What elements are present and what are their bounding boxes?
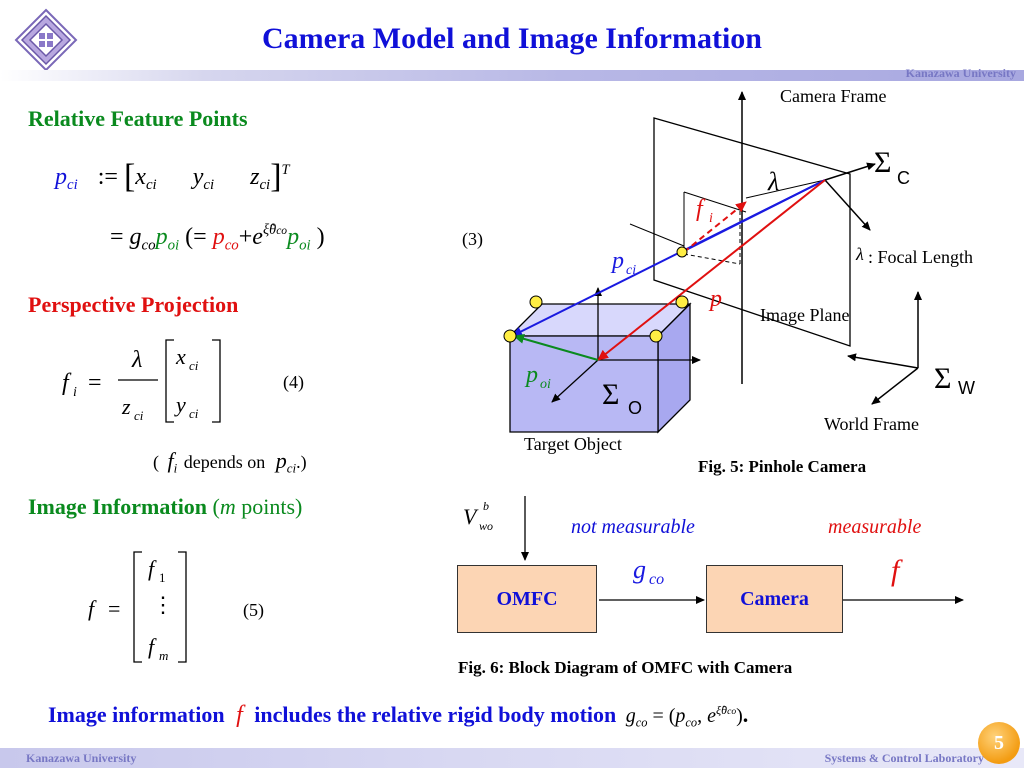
heading-perspective-projection: Perspective Projection [28, 292, 239, 317]
omfc-block: OMFC [457, 565, 597, 633]
university-logo [14, 8, 78, 72]
heading-relative-feature-points: Relative Feature Points [28, 106, 248, 131]
svg-text:λ: λ [131, 347, 142, 373]
focal-length-label: : Focal Length [868, 247, 973, 267]
svg-text:1: 1 [159, 570, 166, 585]
svg-text:p: p [708, 286, 722, 312]
header-rule [0, 70, 1024, 81]
svg-text:ci: ci [189, 406, 199, 421]
svg-text:ci: ci [189, 358, 199, 373]
svg-text:f: f [696, 196, 706, 222]
equation-3-number: (3) [462, 229, 483, 249]
camera-frame-label: Camera Frame [780, 86, 887, 106]
svg-text:f: f [62, 370, 72, 396]
equation-5: f = f 1 ⋮ f m [86, 548, 206, 668]
svg-text:co: co [649, 571, 664, 588]
svg-text:=: = [88, 370, 102, 396]
camera-block: Camera [706, 565, 843, 633]
equation-5-number: (5) [243, 600, 264, 620]
heading-image-information: Image Information (m points) [28, 494, 303, 519]
not-measurable-label: not measurable [571, 516, 695, 538]
svg-text:ci: ci [134, 408, 144, 423]
world-frame-label: World Frame [824, 414, 920, 434]
svg-text:i: i [709, 211, 713, 226]
svg-text:f: f [891, 554, 903, 587]
svg-text:⋮: ⋮ [152, 592, 174, 617]
svg-text:y: y [174, 392, 186, 417]
sigma-o-subscript: O [628, 398, 643, 418]
svg-text:x: x [175, 344, 186, 369]
svg-text:ci: ci [626, 263, 636, 278]
fig6-caption: Fig. 6: Block Diagram of OMFC with Camer… [458, 658, 793, 677]
pinhole-camera-figure: λ f i p ci p p oi λ Σ Σ Σ [490, 84, 1020, 484]
footer-institution: Kanazawa University [26, 751, 137, 765]
equation-4: f i = λ z ci x ci y ci [60, 334, 240, 430]
sigma-w-subscript: W [958, 378, 975, 398]
target-object-label: Target Object [524, 434, 622, 454]
svg-text:Σ: Σ [602, 378, 619, 411]
svg-text:Σ: Σ [934, 362, 951, 395]
svg-text:Σ: Σ [874, 146, 891, 179]
svg-text:f: f [88, 596, 97, 621]
svg-text:p: p [524, 362, 538, 388]
fig5-caption: Fig. 5: Pinhole Camera [698, 457, 867, 476]
svg-text:wo: wo [479, 519, 493, 533]
svg-text:λ: λ [855, 244, 864, 264]
summary-statement: Image information f includes the relativ… [48, 702, 749, 730]
equation-4-number: (4) [283, 372, 304, 392]
svg-text:g: g [633, 555, 646, 584]
equation-3: = gcopoi (= pco+eξ̂θcopoi ) [110, 222, 325, 254]
block-diagram: V wo b g co f [455, 494, 1015, 644]
page-number-badge: 5 [978, 722, 1020, 764]
equation-pci-definition: pci := [xci yci zci]T [55, 158, 290, 195]
svg-text:=: = [108, 596, 120, 621]
page-title: Camera Model and Image Information [262, 22, 762, 55]
svg-text:m: m [159, 648, 168, 663]
header-institution: Kanazawa University [905, 66, 1016, 80]
measurable-label: measurable [828, 516, 922, 538]
lambda-symbol: λ [767, 167, 779, 196]
svg-text:f: f [148, 634, 157, 659]
footer-rule [0, 748, 1024, 768]
depends-note: ( fi depends on pci.) [153, 448, 307, 476]
sigma-c-subscript: C [897, 168, 910, 188]
svg-text:p: p [610, 248, 624, 274]
svg-text:i: i [73, 385, 77, 400]
svg-text:V: V [463, 504, 479, 529]
footer-lab: Systems & Control Laboratory [824, 751, 984, 765]
svg-text:z: z [121, 394, 131, 419]
svg-text:b: b [483, 499, 489, 513]
image-plane-label: Image Plane [760, 305, 850, 325]
svg-text:oi: oi [540, 377, 551, 392]
svg-text:f: f [148, 556, 157, 581]
